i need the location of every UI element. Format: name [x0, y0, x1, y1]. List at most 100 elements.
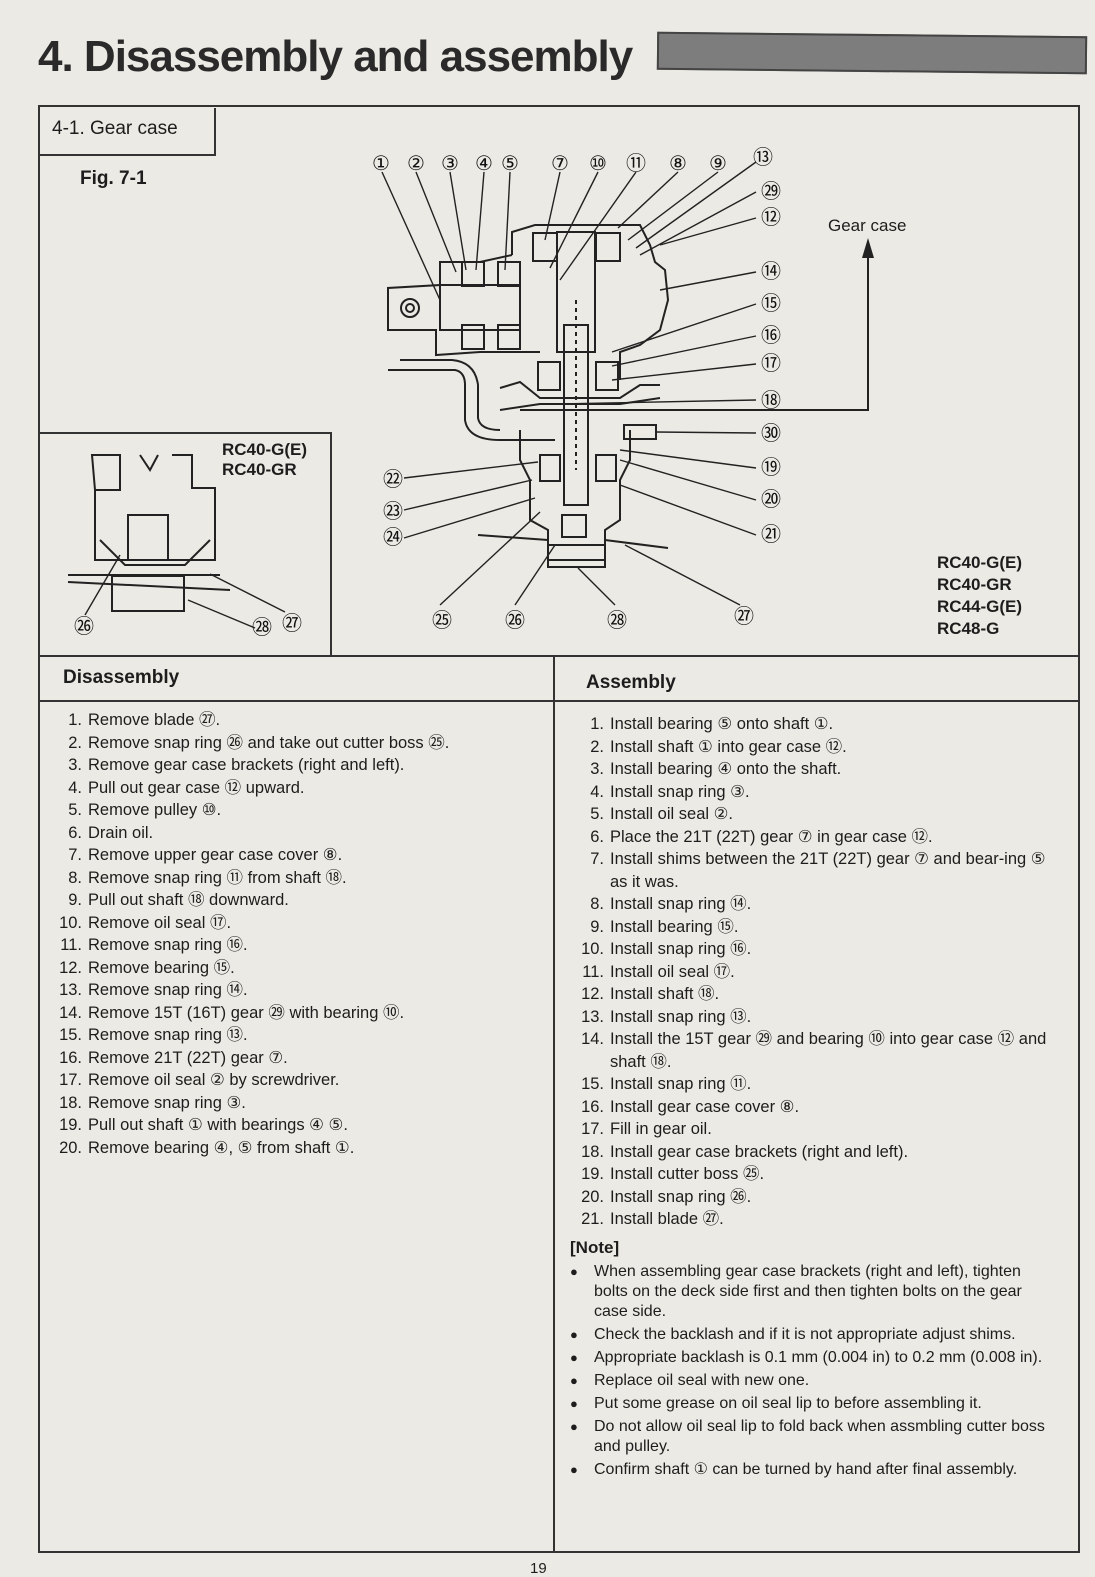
step-number: 10.: [59, 913, 82, 932]
note-item: When assembling gear case brackets (righ…: [568, 1262, 1056, 1322]
inset-figure: [38, 432, 332, 657]
step-text: Install blade ㉗.: [610, 1210, 724, 1228]
disassembly-heading: Disassembly: [63, 667, 180, 688]
callout-right: ⑭: [761, 259, 781, 283]
disassembly-step: 9.Pull out shaft ⑱ downward.: [50, 889, 545, 912]
disassembly-step: 16.Remove 21T (22T) gear ⑦.: [50, 1047, 545, 1070]
callout-bottom: ㉗: [734, 604, 754, 628]
step-text: Install gear case brackets (right and le…: [610, 1142, 909, 1161]
step-text: Install snap ring ⑪.: [610, 1075, 752, 1093]
step-text: Install oil seal ⑰.: [610, 962, 735, 981]
assembly-step: 19.Install cutter boss ㉕.: [572, 1163, 1062, 1186]
assembly-step: 15.Install snap ring ⑪.: [572, 1073, 1062, 1096]
step-text: Install snap ring ㉖.: [610, 1187, 752, 1206]
callout-right: ㉚: [761, 421, 781, 445]
callout-bottom: ㉖: [505, 608, 525, 632]
step-text: Fill in gear oil.: [610, 1120, 712, 1138]
inset-model: RC40-G(E): [222, 440, 308, 459]
figure-label: Fig. 7-1: [80, 168, 147, 189]
step-text: Remove bearing ⑮.: [88, 958, 235, 977]
disassembly-step: 3.Remove gear case brackets (right and l…: [50, 754, 545, 777]
disassembly-step: 19.Pull out shaft ① with bearings ④ ⑤.: [50, 1114, 545, 1137]
model-name: RC48-G: [937, 619, 1000, 638]
step-number: 7.: [68, 846, 82, 864]
step-text: Remove blade ㉗.: [88, 711, 221, 729]
callout-left: ㉓: [383, 499, 403, 523]
step-text: Install bearing ⑤ onto shaft ①.: [610, 715, 834, 733]
step-text: Remove snap ring ⑯.: [88, 936, 248, 954]
callout-right: ⑳: [761, 487, 781, 511]
callout-inset: ㉘: [252, 615, 272, 639]
gear-case-body: [387, 224, 869, 568]
step-number: 8.: [68, 868, 82, 887]
assembly-step: 11.Install oil seal ⑰.: [572, 961, 1062, 984]
callout-right: ㉙: [761, 179, 781, 203]
step-text: Install shaft ① into gear case ⑫.: [610, 737, 847, 756]
assembly-step: 18. Install gear case brackets (right and…: [572, 1141, 1062, 1164]
callout-top: ⑩: [589, 151, 607, 175]
inset-drawing: [67, 454, 231, 612]
callout-inset: ㉗: [282, 611, 302, 635]
disassembly-step: 20.Remove bearing ④, ⑤ from shaft ①.: [50, 1137, 545, 1160]
step-text: Remove 15T (16T) gear ㉙ with bearing ⑩.: [88, 1003, 405, 1022]
assembly-step: 6.Place the 21T (22T) gear ⑦ in gear cas…: [572, 826, 1062, 849]
callout-right: ㉑: [761, 522, 781, 546]
callout-right: ⑫: [761, 205, 781, 229]
callout-right: ⑱: [761, 388, 781, 412]
step-text: Remove pulley ⑩.: [88, 801, 222, 819]
step-text: Install shaft ⑱.: [610, 985, 720, 1003]
step-number: 16.: [581, 1097, 604, 1116]
callout-left: ㉔: [383, 525, 403, 549]
step-text: Pull out shaft ① with bearings ④ ⑤.: [88, 1116, 348, 1134]
disassembly-step: 4.Pull out gear case ⑫ upward.: [50, 777, 545, 800]
step-number: 5.: [590, 805, 604, 823]
disassembly-step: 8.Remove snap ring ⑪ from shaft ⑱.: [50, 867, 545, 890]
step-text: Install oil seal ②.: [610, 805, 734, 823]
note-item: Do not allow oil seal lip to fold back w…: [568, 1417, 1056, 1457]
callout-right: ⑮: [761, 291, 781, 315]
assembly-step: 9.Install bearing ⑮.: [572, 916, 1062, 939]
callout-right: ⑲: [761, 455, 781, 479]
callout-top: ④: [475, 151, 493, 175]
step-number: 9.: [68, 891, 82, 909]
model-name: RC40-G(E): [937, 553, 1023, 572]
note-item: Appropriate backlash is 0.1 mm (0.004 in…: [568, 1348, 1056, 1368]
step-text: Install snap ring ⑭.: [610, 895, 752, 913]
model-name: RC44-G(E): [937, 597, 1023, 616]
assembly-step: 10.Install snap ring ⑯.: [572, 938, 1062, 961]
assembly-step: 8.Install snap ring ⑭.: [572, 893, 1062, 916]
callout-top: ③: [441, 151, 459, 175]
step-number: 3.: [68, 756, 82, 774]
assembly-step: 3.Install bearing ④ onto the shaft.: [572, 758, 1062, 781]
step-number: 18.: [581, 1142, 604, 1161]
step-number: 11.: [60, 936, 82, 954]
disassembly-step: 2.Remove snap ring ㉖ and take out cutter…: [50, 732, 545, 755]
assembly-steps: 1.Install bearing ⑤ onto shaft ①.2.Insta…: [572, 713, 1062, 1231]
disassembly-step: 15.Remove snap ring ⑬.: [50, 1024, 545, 1047]
callout-bottom: ㉕: [432, 608, 452, 632]
step-number: 5.: [68, 801, 82, 819]
step-text: Install bearing ⑮.: [610, 917, 739, 936]
step-text: Pull out gear case ⑫ upward.: [88, 778, 305, 797]
callout-bottom: ㉘: [607, 608, 627, 632]
step-number: 17.: [581, 1120, 604, 1138]
disassembly-step: 12.Remove bearing ⑮.: [50, 957, 545, 980]
disassembly-step: 5. Remove pulley ⑩.: [50, 799, 545, 822]
assembly-heading: Assembly: [586, 672, 676, 693]
assembly-step: 7.Install shims between the 21T (22T) ge…: [572, 848, 1062, 893]
disassembly-step: 7.Remove upper gear case cover ⑧.: [50, 844, 545, 867]
step-number: 4.: [590, 782, 604, 801]
callout-inset: ㉖: [74, 614, 94, 638]
figure-area: [38, 105, 1080, 657]
step-text: Remove 21T (22T) gear ⑦.: [88, 1048, 288, 1067]
step-number: 13.: [59, 981, 82, 999]
disassembly-step: 6.Drain oil.: [50, 822, 545, 845]
step-text: Install gear case cover ⑧.: [610, 1097, 800, 1116]
note-item: Replace oil seal with new one.: [568, 1371, 1056, 1391]
note-list: When assembling gear case brackets (righ…: [568, 1262, 1056, 1483]
step-text: Remove snap ring ③.: [88, 1093, 246, 1112]
callout-top: ⑨: [709, 151, 727, 175]
step-text: Install snap ring ⑬.: [610, 1007, 752, 1026]
